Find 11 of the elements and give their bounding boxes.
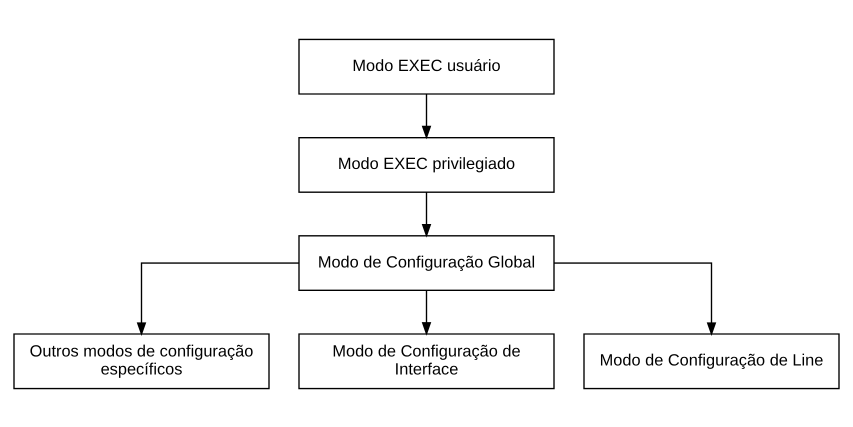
arrow <box>422 290 432 336</box>
node-box: Modo de Configuração de Interface <box>298 332 555 389</box>
arrow <box>422 192 432 238</box>
node-box: Modo de Configuração Global <box>298 234 555 291</box>
arrow <box>136 262 299 336</box>
arrow <box>422 94 432 139</box>
arrow <box>554 262 716 336</box>
node-box: Modo de Configuração de Line <box>583 332 840 389</box>
node-box: Outros modos de configuração específicos <box>13 332 270 389</box>
node-box: Modo EXEC usuário <box>298 38 555 94</box>
node-box: Modo EXEC privilegiado <box>298 136 555 192</box>
